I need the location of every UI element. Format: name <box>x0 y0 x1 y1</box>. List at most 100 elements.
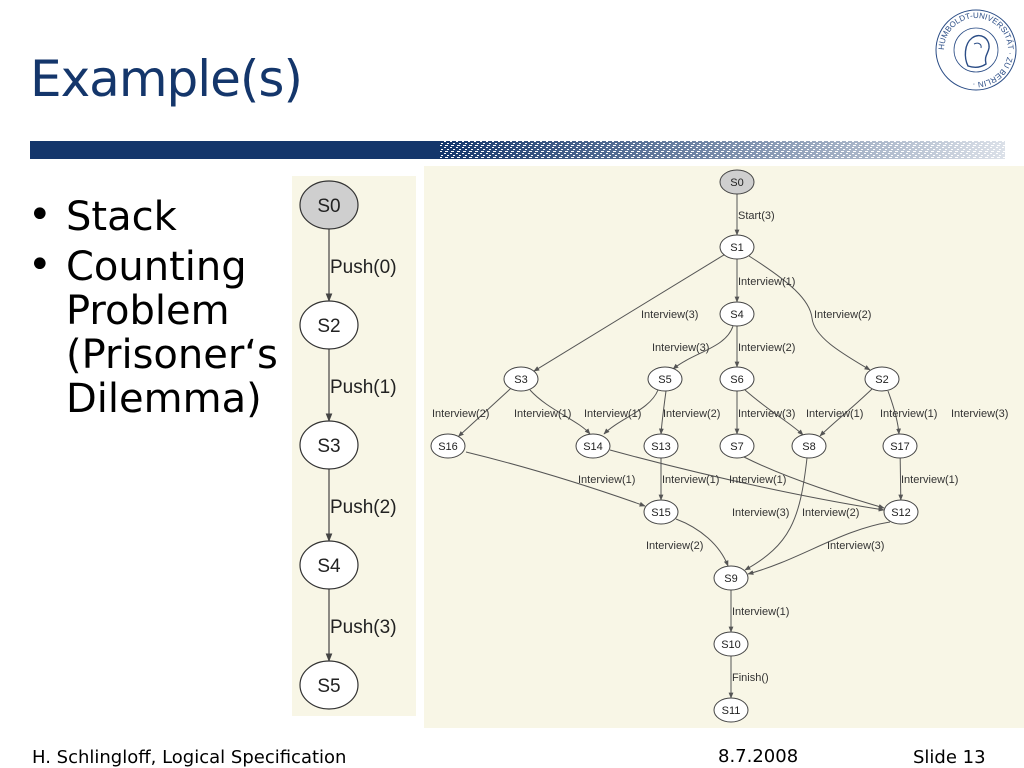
pd-node-s9 <box>713 565 749 591</box>
pd-edge-label: Interview(2) <box>663 408 720 420</box>
footer-author: H. Schlingloff, Logical Specification <box>32 747 347 768</box>
pd-edge-label: Interview(1) <box>880 408 937 420</box>
stack-edge-label: Push(1) <box>330 377 397 398</box>
pd-node-s11 <box>713 697 749 723</box>
pd-edge-label: Interview(1) <box>901 474 958 486</box>
pd-node-s0 <box>719 169 755 195</box>
footer-slide-number: Slide 13 <box>913 747 986 768</box>
pd-node-label: S5 <box>658 374 671 386</box>
pd-node-s3 <box>503 366 539 392</box>
pd-node-s16 <box>430 433 466 459</box>
bullet-text: Counting Problem (Prisoner‘s Dilemma) <box>66 244 278 422</box>
stack-edge-label: Push(3) <box>330 617 397 638</box>
pd-edge-label: Finish() <box>732 672 769 684</box>
pd-edge-s5-s14 <box>603 389 659 435</box>
pd-edge-s1-s2 <box>748 255 871 371</box>
pd-node-label: S8 <box>802 441 815 453</box>
stack-node-s4 <box>299 540 359 590</box>
pd-edge-label: Interview(2) <box>802 507 859 519</box>
pd-edge-label: Interview(3) <box>738 408 795 420</box>
pd-edge-label: Interview(1) <box>662 474 719 486</box>
pd-node-s14 <box>575 433 611 459</box>
pd-node-label: S17 <box>890 441 910 453</box>
pd-node-s13 <box>643 433 679 459</box>
pd-node-s12 <box>883 499 919 525</box>
stack-edge-label: Push(0) <box>330 257 397 278</box>
pd-node-s8 <box>791 433 827 459</box>
stack-node-label: S2 <box>317 316 340 337</box>
pd-node-label: S11 <box>722 705 741 717</box>
pd-edge-label: Interview(3) <box>951 408 1008 420</box>
pd-edge-label: Interview(2) <box>646 540 703 552</box>
bullet-dot-icon: • <box>28 192 52 238</box>
pd-edge-s1-s3 <box>533 254 725 372</box>
pd-node-label: S4 <box>730 309 743 321</box>
pd-edge-label: Interview(2) <box>814 309 871 321</box>
pd-node-s17 <box>882 433 918 459</box>
pd-edge-s16-s15 <box>465 451 646 507</box>
pd-edge-label: Interview(1) <box>578 474 635 486</box>
pd-node-s15 <box>643 499 679 525</box>
pd-edge-label: Interview(3) <box>641 309 698 321</box>
pd-edge-s4-s5 <box>672 325 734 370</box>
stack-node-label: S3 <box>317 436 340 457</box>
pd-edge-label: Interview(1) <box>729 474 786 486</box>
stack-node-label: S0 <box>317 196 340 217</box>
pd-node-label: S7 <box>730 441 743 453</box>
pd-edge-label: Interview(3) <box>652 342 709 354</box>
pd-edge-s12-s9 <box>747 521 891 575</box>
pd-edge-label: Interview(3) <box>827 540 884 552</box>
pd-node-s1 <box>719 234 755 260</box>
pd-edge-label: Start(3) <box>738 210 775 222</box>
university-seal-logo: HUMBOLDT-UNIVERSITÄT · ZU BERLIN · <box>935 9 1017 91</box>
title-divider-bar <box>30 141 1005 159</box>
stack-node-label: S5 <box>317 676 340 697</box>
pd-edge-label: Interview(3) <box>732 507 789 519</box>
footer-date: 8.7.2008 <box>718 746 799 767</box>
pd-edge-label: Interview(2) <box>738 342 795 354</box>
pd-edge-s3-s14 <box>529 389 591 435</box>
slide-title: Example(s) <box>30 50 303 108</box>
bullet-dot-icon: • <box>28 242 52 288</box>
pd-edge-label: Interview(1) <box>738 276 795 288</box>
pd-edge-s7-s12 <box>743 456 885 509</box>
pd-edge-s5-s13 <box>658 390 667 435</box>
pd-node-label: S16 <box>438 441 458 453</box>
pd-edge-s2-s17 <box>887 390 901 435</box>
pd-node-label: S12 <box>891 507 911 519</box>
bullet-item: • Counting Problem (Prisoner‘s Dilemma) <box>28 245 288 421</box>
pd-edge-s15-s9 <box>675 518 729 567</box>
pd-edge-label: Interview(1) <box>584 408 641 420</box>
pd-edge-label: Interview(2) <box>432 408 489 420</box>
stack-node-s0 <box>299 180 359 230</box>
pd-edge-s14-s12 <box>609 449 885 512</box>
bullet-list: • Stack • Counting Problem (Prisoner‘s D… <box>28 195 288 427</box>
stack-node-label: S4 <box>317 556 341 577</box>
pd-node-label: S13 <box>651 441 671 453</box>
pd-edge-s3-s16 <box>457 388 511 437</box>
stack-node-s2 <box>299 300 359 350</box>
pd-node-label: S10 <box>721 639 741 651</box>
pd-node-label: S6 <box>730 374 743 386</box>
pd-node-label: S1 <box>730 242 743 254</box>
pd-edge-label: Interview(1) <box>732 606 789 618</box>
pd-node-s10 <box>713 631 749 657</box>
pd-node-label: S2 <box>875 374 888 386</box>
pd-edge-label: Interview(1) <box>514 408 571 420</box>
stack-edge-label: Push(2) <box>330 497 397 518</box>
pd-node-s7 <box>719 433 755 459</box>
pd-node-s6 <box>719 366 755 392</box>
pd-node-s4 <box>719 301 755 327</box>
pd-node-label: S14 <box>583 441 603 453</box>
pd-node-label: S15 <box>651 507 671 519</box>
pd-node-label: S3 <box>514 374 527 386</box>
pd-node-label: S0 <box>730 177 743 189</box>
pd-edge-s8-s9 <box>744 457 808 571</box>
bullet-text: Stack <box>66 194 177 240</box>
pd-edge-label: Interview(1) <box>806 408 863 420</box>
pd-edge-s2-s8 <box>819 388 873 437</box>
pd-edge-s6-s8 <box>744 389 804 436</box>
pd-edge-s17-s12 <box>898 457 904 501</box>
pd-node-s2 <box>864 366 900 392</box>
